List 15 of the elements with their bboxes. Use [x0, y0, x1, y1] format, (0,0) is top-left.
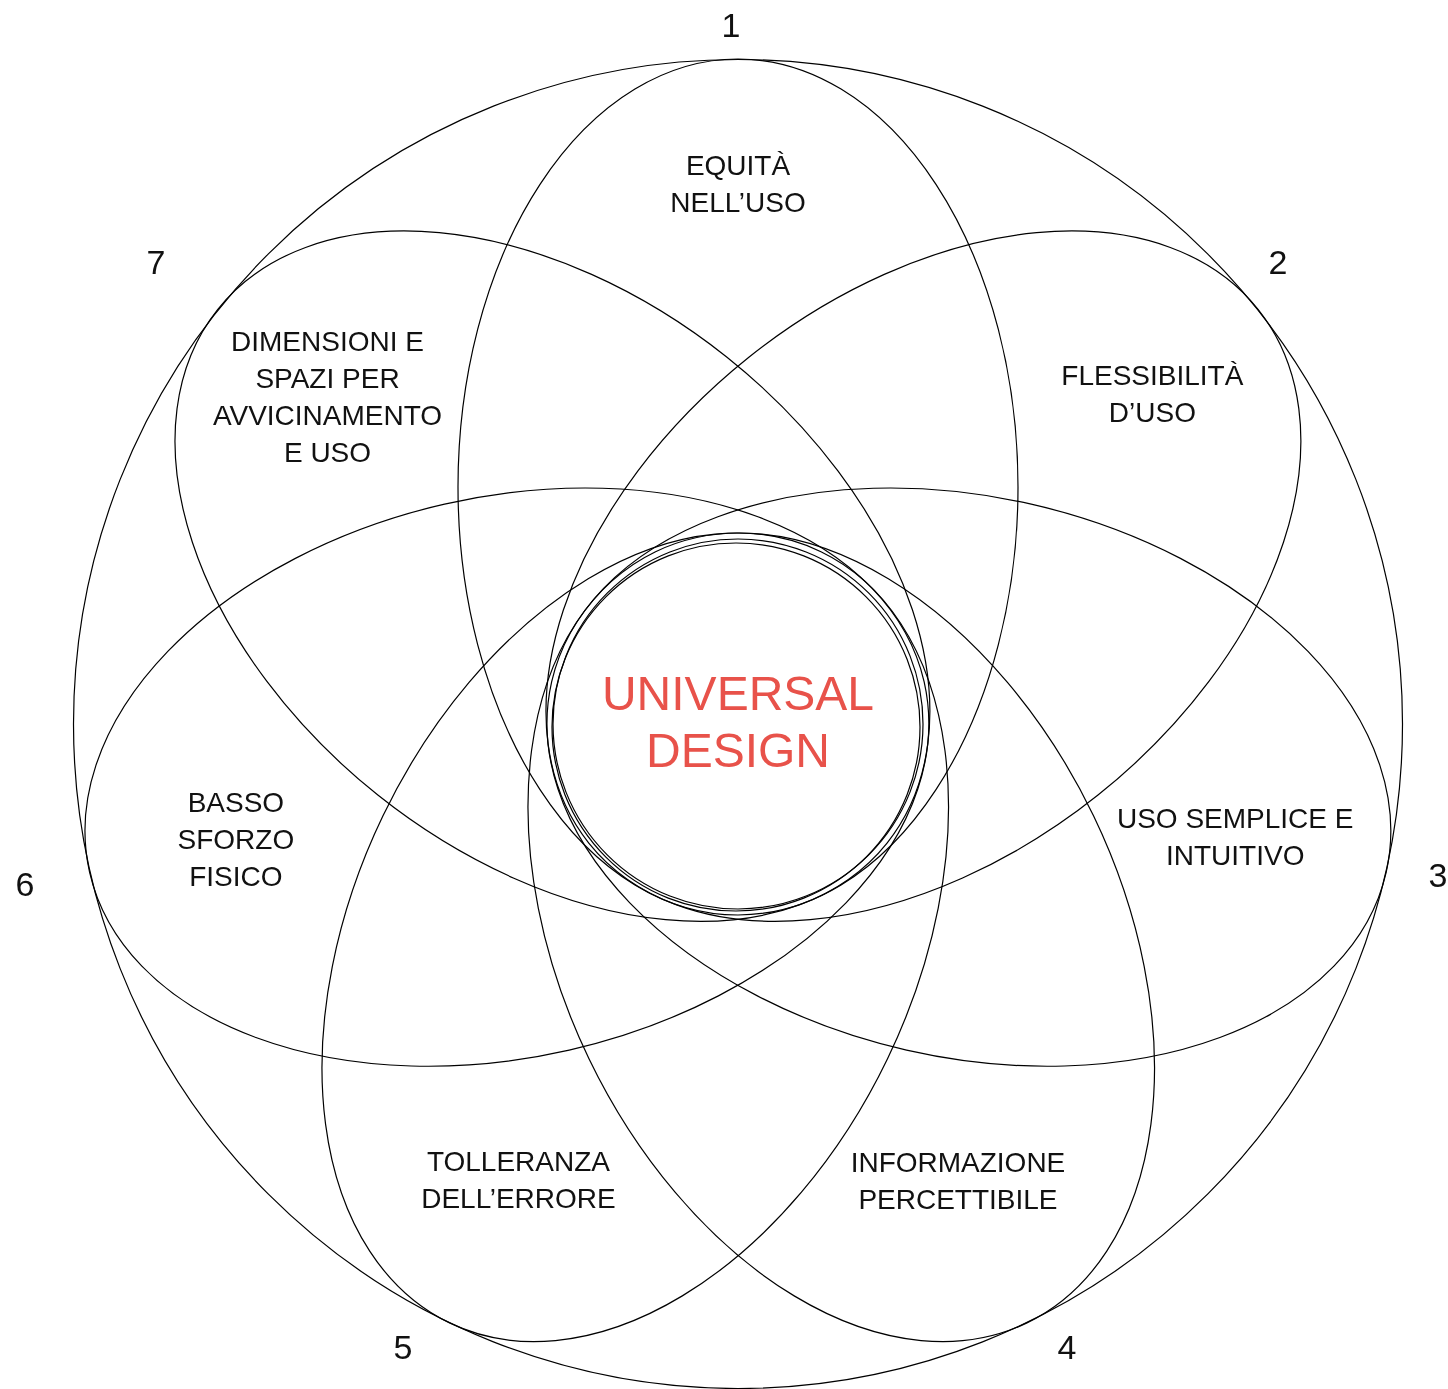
- principle-label: BASSO SFORZO FISICO: [176, 785, 296, 894]
- principle-label: EQUITÀ NELL’USO: [669, 149, 807, 220]
- petal-number: 2: [1268, 242, 1288, 282]
- principle-label: FLESSIBILITÀ D’USO: [1060, 358, 1245, 430]
- principle-label: TOLLERANZA DELL’ERRORE: [420, 1144, 617, 1216]
- petal-number: 3: [1428, 855, 1448, 895]
- principle-label: DIMENSIONI E SPAZI PER AVVICINAMENTO E USO: [211, 324, 444, 470]
- petal-number: 5: [393, 1327, 413, 1367]
- petal-number: 6: [15, 864, 35, 904]
- principle-label: USO SEMPLICE E INTUITIVO: [1115, 802, 1355, 874]
- center-title: UNIVERSAL DESIGN: [600, 666, 876, 779]
- petal-number: 7: [146, 242, 166, 282]
- principle-label: INFORMAZIONE PERCETTIBILE: [849, 1145, 1067, 1217]
- petal-number: 1: [721, 5, 741, 45]
- petal-number: 4: [1057, 1327, 1077, 1367]
